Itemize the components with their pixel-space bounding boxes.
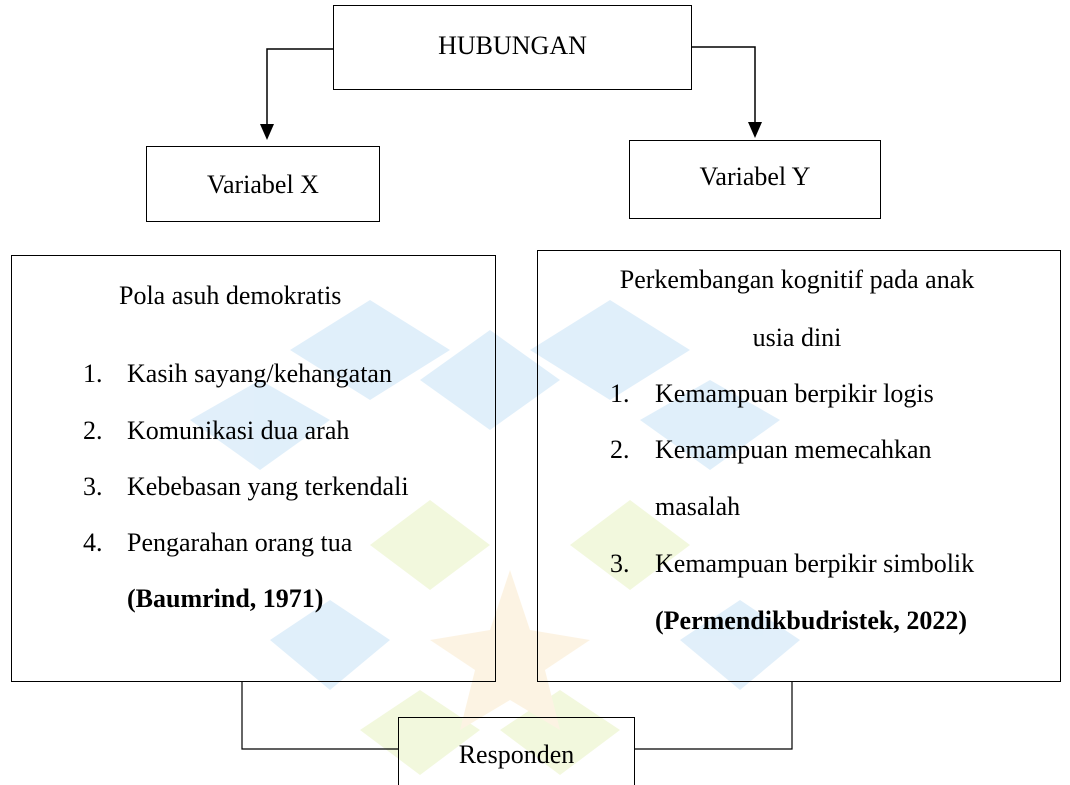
list-item-text: Komunikasi dua arah xyxy=(127,416,350,445)
arrowhead-left xyxy=(260,124,274,140)
list-item-number: 2. xyxy=(83,416,103,445)
perkembangan-title-line2: usia dini xyxy=(752,323,842,352)
bracket-left xyxy=(241,682,398,750)
watermark-diamond xyxy=(370,500,490,590)
arrow-to-variabel-y xyxy=(692,46,756,124)
watermark-diamond xyxy=(680,600,800,690)
watermark-diamond xyxy=(420,330,560,430)
list-item-text: Kemampuan berpikir logis xyxy=(655,379,934,408)
variabel-x-label: Variabel X xyxy=(207,170,319,199)
responden-label: Responden xyxy=(458,740,575,769)
list-item-number: 1. xyxy=(83,359,103,388)
watermark-diamond xyxy=(270,600,390,690)
hubungan-box xyxy=(333,5,692,90)
list-item-text: Kemampuan berpikir simbolik xyxy=(655,549,975,578)
arrow-to-variabel-x xyxy=(266,48,333,136)
watermark-star xyxy=(430,570,590,730)
list-item-text: Pengarahan orang tua xyxy=(127,528,353,557)
perkembangan-kognitif-panel xyxy=(537,250,1061,682)
list-item-number: 3. xyxy=(83,472,103,501)
list-item-number: 3. xyxy=(610,549,630,578)
watermark-diamond xyxy=(360,690,480,775)
watermark-diamond xyxy=(290,300,450,400)
bracket-right xyxy=(635,682,793,750)
list-item-text: Kasih sayang/kehangatan xyxy=(127,359,392,388)
list-item-text: Kemampuan memecahkan xyxy=(655,435,932,464)
citation-baumrind: (Baumrind, 1971) xyxy=(127,584,324,613)
citation-permendikbudristek: (Permendikbudristek, 2022) xyxy=(655,606,967,635)
list-item-text: Kebebasan yang terkendali xyxy=(127,472,409,501)
watermark-diamond xyxy=(640,380,780,470)
list-item-number: 4. xyxy=(83,528,103,557)
hubungan-label: HUBUNGAN xyxy=(438,31,587,60)
pola-asuh-panel xyxy=(11,255,496,682)
arrowhead-right xyxy=(748,122,762,138)
watermark-diamond xyxy=(570,500,690,590)
watermark-diamond xyxy=(530,300,690,400)
perkembangan-title-line1: Perkembangan kognitif pada anak xyxy=(619,265,975,294)
pola-asuh-title: Pola asuh demokratis xyxy=(119,281,342,310)
variabel-y-label: Variabel Y xyxy=(699,162,811,191)
list-item-number: 1. xyxy=(610,379,630,408)
list-item-text-continued: masalah xyxy=(655,492,741,521)
responden-box xyxy=(398,717,635,785)
variabel-y-box xyxy=(629,140,881,219)
list-item-number: 2. xyxy=(610,435,630,464)
watermark-diamond xyxy=(500,690,620,775)
watermark-diamond xyxy=(190,380,330,470)
variabel-x-box xyxy=(146,146,380,222)
